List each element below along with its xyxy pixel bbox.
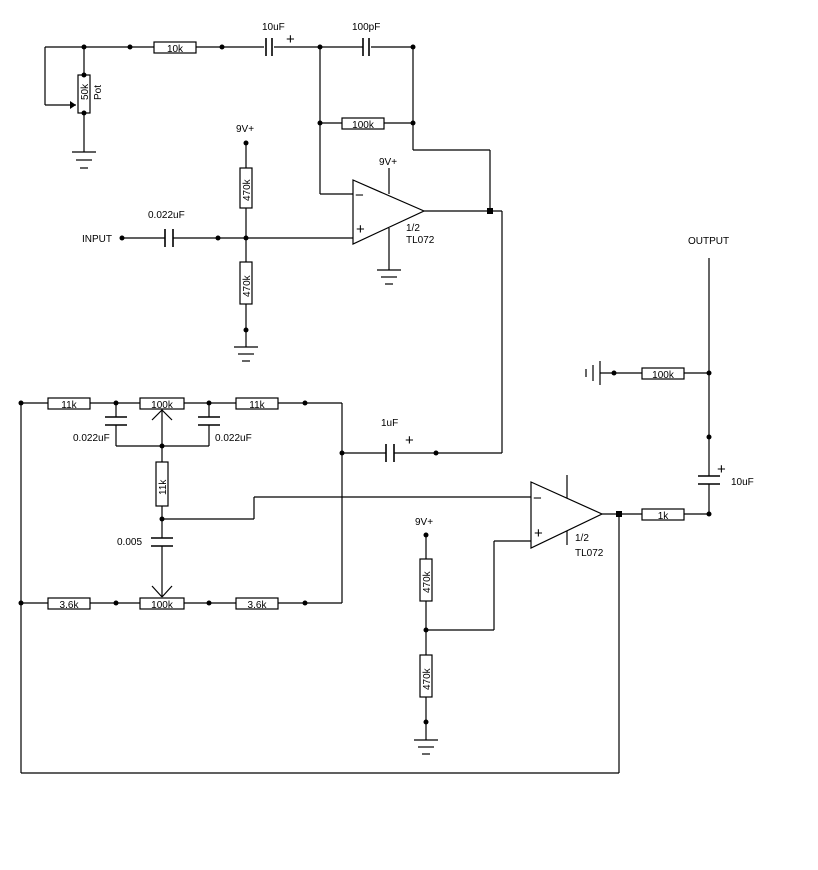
svg-text:+: +	[405, 432, 414, 449]
capacitor-0.005: 0.005	[117, 537, 173, 548]
resistor-100k-output-label: 100k	[652, 370, 675, 381]
pot-value: 50k	[80, 83, 91, 100]
supply-9v-opamp-1: 9V+	[379, 157, 397, 168]
opamp-2-part: TL072	[575, 548, 604, 559]
pot-100k-bottom: 100k	[139, 585, 185, 611]
capacitor-10uf-feedback-label: 10uF	[262, 22, 285, 33]
opamp-1: − + 9V+ 1/2 TL072	[352, 157, 502, 270]
capacitor-10uf-output-label: 10uF	[731, 477, 754, 488]
resistor-11k-top-right-label: 11k	[249, 400, 265, 411]
resistor-3.6k-left-label: 3.6k	[60, 600, 80, 611]
resistor-100k-output: 100k	[641, 367, 685, 381]
resistor-10k: 10k	[153, 41, 197, 55]
resistor-100k-feedback: 100k	[341, 117, 385, 131]
resistor-11k-top-left: 11k	[47, 397, 91, 411]
resistor-11k-mid: 11k	[155, 461, 169, 507]
resistor-470k-top-1-label: 470k	[242, 178, 253, 201]
capacitor-0.022uf-right-label: 0.022uF	[215, 433, 252, 444]
ground-symbol-output	[585, 361, 601, 385]
capacitor-10uf-feedback: 10uF +	[262, 22, 295, 56]
resistor-3.6k-right: 3.6k	[235, 597, 279, 611]
svg-text:+: +	[534, 525, 543, 542]
capacitor-input-label: 0.022uF	[148, 210, 185, 221]
resistor-470k-bot-1-label: 470k	[242, 274, 253, 297]
supply-9v-2: 9V+	[415, 517, 433, 528]
pot-100k-top-label: 100k	[151, 400, 174, 411]
ground-symbol-opamp-1	[377, 269, 401, 285]
resistor-3.6k-right-label: 3.6k	[248, 600, 268, 611]
svg-text:−: −	[533, 490, 542, 507]
resistor-11k-mid-label: 11k	[158, 479, 169, 495]
opamp-1-part: TL072	[406, 235, 435, 246]
opamp-2: − + 1/2 TL072	[530, 475, 642, 559]
resistor-470k-bot-1: 470k	[239, 261, 253, 305]
capacitor-0.022uf-right: 0.022uF	[198, 416, 252, 444]
svg-text:+: +	[286, 31, 295, 48]
opamp-2-unit: 1/2	[575, 533, 589, 544]
capacitor-0.022uf-left: 0.022uF	[73, 416, 127, 444]
resistor-470k-bot-2-label: 470k	[422, 667, 433, 690]
bias-2-wires	[425, 535, 531, 740]
ground-symbol-1	[234, 346, 258, 362]
capacitor-0.022uf-left-label: 0.022uF	[73, 433, 110, 444]
output-wires	[600, 258, 710, 515]
pot-100k-top: 100k	[139, 397, 185, 421]
ground-symbol-2	[414, 739, 438, 755]
resistor-100k-feedback-label: 100k	[352, 120, 375, 131]
pot-100k-bottom-label: 100k	[151, 600, 174, 611]
capacitor-100pf-label: 100pF	[352, 22, 380, 33]
junction-dots	[18, 44, 712, 725]
resistor-1k-label: 1k	[658, 511, 670, 522]
resistor-11k-top-left-label: 11k	[61, 400, 77, 411]
capacitor-1uf-label: 1uF	[381, 418, 398, 429]
resistor-10k-label: 10k	[167, 44, 184, 55]
interstage-wire	[436, 211, 503, 454]
pot-name: Pot	[93, 85, 104, 100]
svg-text:+: +	[356, 221, 365, 238]
input-label: INPUT	[82, 234, 112, 245]
svg-text:−: −	[355, 187, 364, 204]
resistor-470k-top-1: 470k	[239, 167, 253, 209]
svg-text:+: +	[717, 461, 726, 478]
resistor-1k: 1k	[641, 508, 685, 522]
resistor-3.6k-left: 3.6k	[47, 597, 91, 611]
resistor-470k-top-2: 470k	[419, 558, 433, 602]
capacitor-0.005-label: 0.005	[117, 537, 142, 548]
capacitor-1uf: 1uF +	[381, 418, 414, 462]
capacitor-100pf: 100pF	[352, 22, 380, 56]
capacitor-10uf-output: 10uF +	[698, 461, 754, 488]
output-label: OUTPUT	[688, 236, 729, 247]
supply-9v-1: 9V+	[236, 124, 254, 135]
pot-50k: 50k Pot	[70, 74, 104, 114]
top-feedback-wires	[44, 46, 491, 211]
resistor-470k-top-2-label: 470k	[422, 570, 433, 593]
resistor-11k-top-right: 11k	[235, 397, 279, 411]
capacitor-input: 0.022uF	[148, 210, 185, 247]
opamp-1-unit: 1/2	[406, 223, 420, 234]
tone-wires	[20, 402, 620, 774]
input-wires	[122, 143, 353, 347]
ground-symbol-pot	[72, 151, 96, 169]
resistor-470k-bot-2: 470k	[419, 654, 433, 698]
